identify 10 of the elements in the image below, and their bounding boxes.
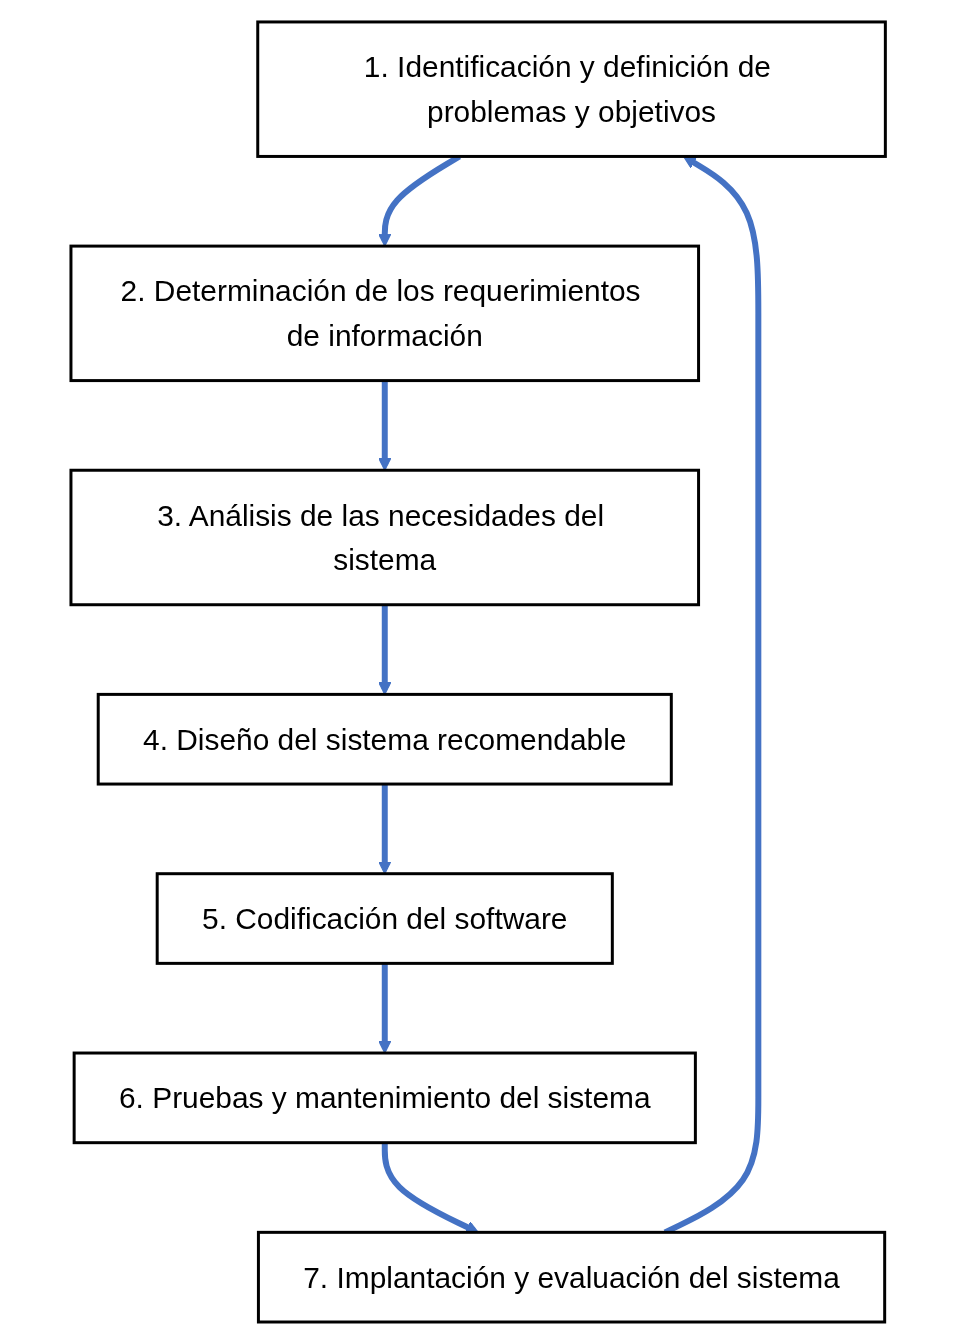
node-box: 4. Diseño del sistema recomendable <box>96 692 673 786</box>
arrow <box>378 380 392 471</box>
node-box: 7. Implantación y evaluación del sistema <box>256 1230 886 1324</box>
node-box: 3. Análisis de las necesidades del sistema <box>69 468 700 607</box>
node-box: 6. Pruebas y mantenimiento del sistema <box>72 1051 697 1145</box>
arrow <box>378 963 392 1054</box>
node-box: 5. Codificación del software <box>155 872 614 965</box>
arrow <box>378 604 392 695</box>
node-box: 2. Determinación de los requerimientos de información <box>69 244 700 383</box>
node-box: 1. Identificación y definición de problemas y objetivos <box>256 20 887 158</box>
